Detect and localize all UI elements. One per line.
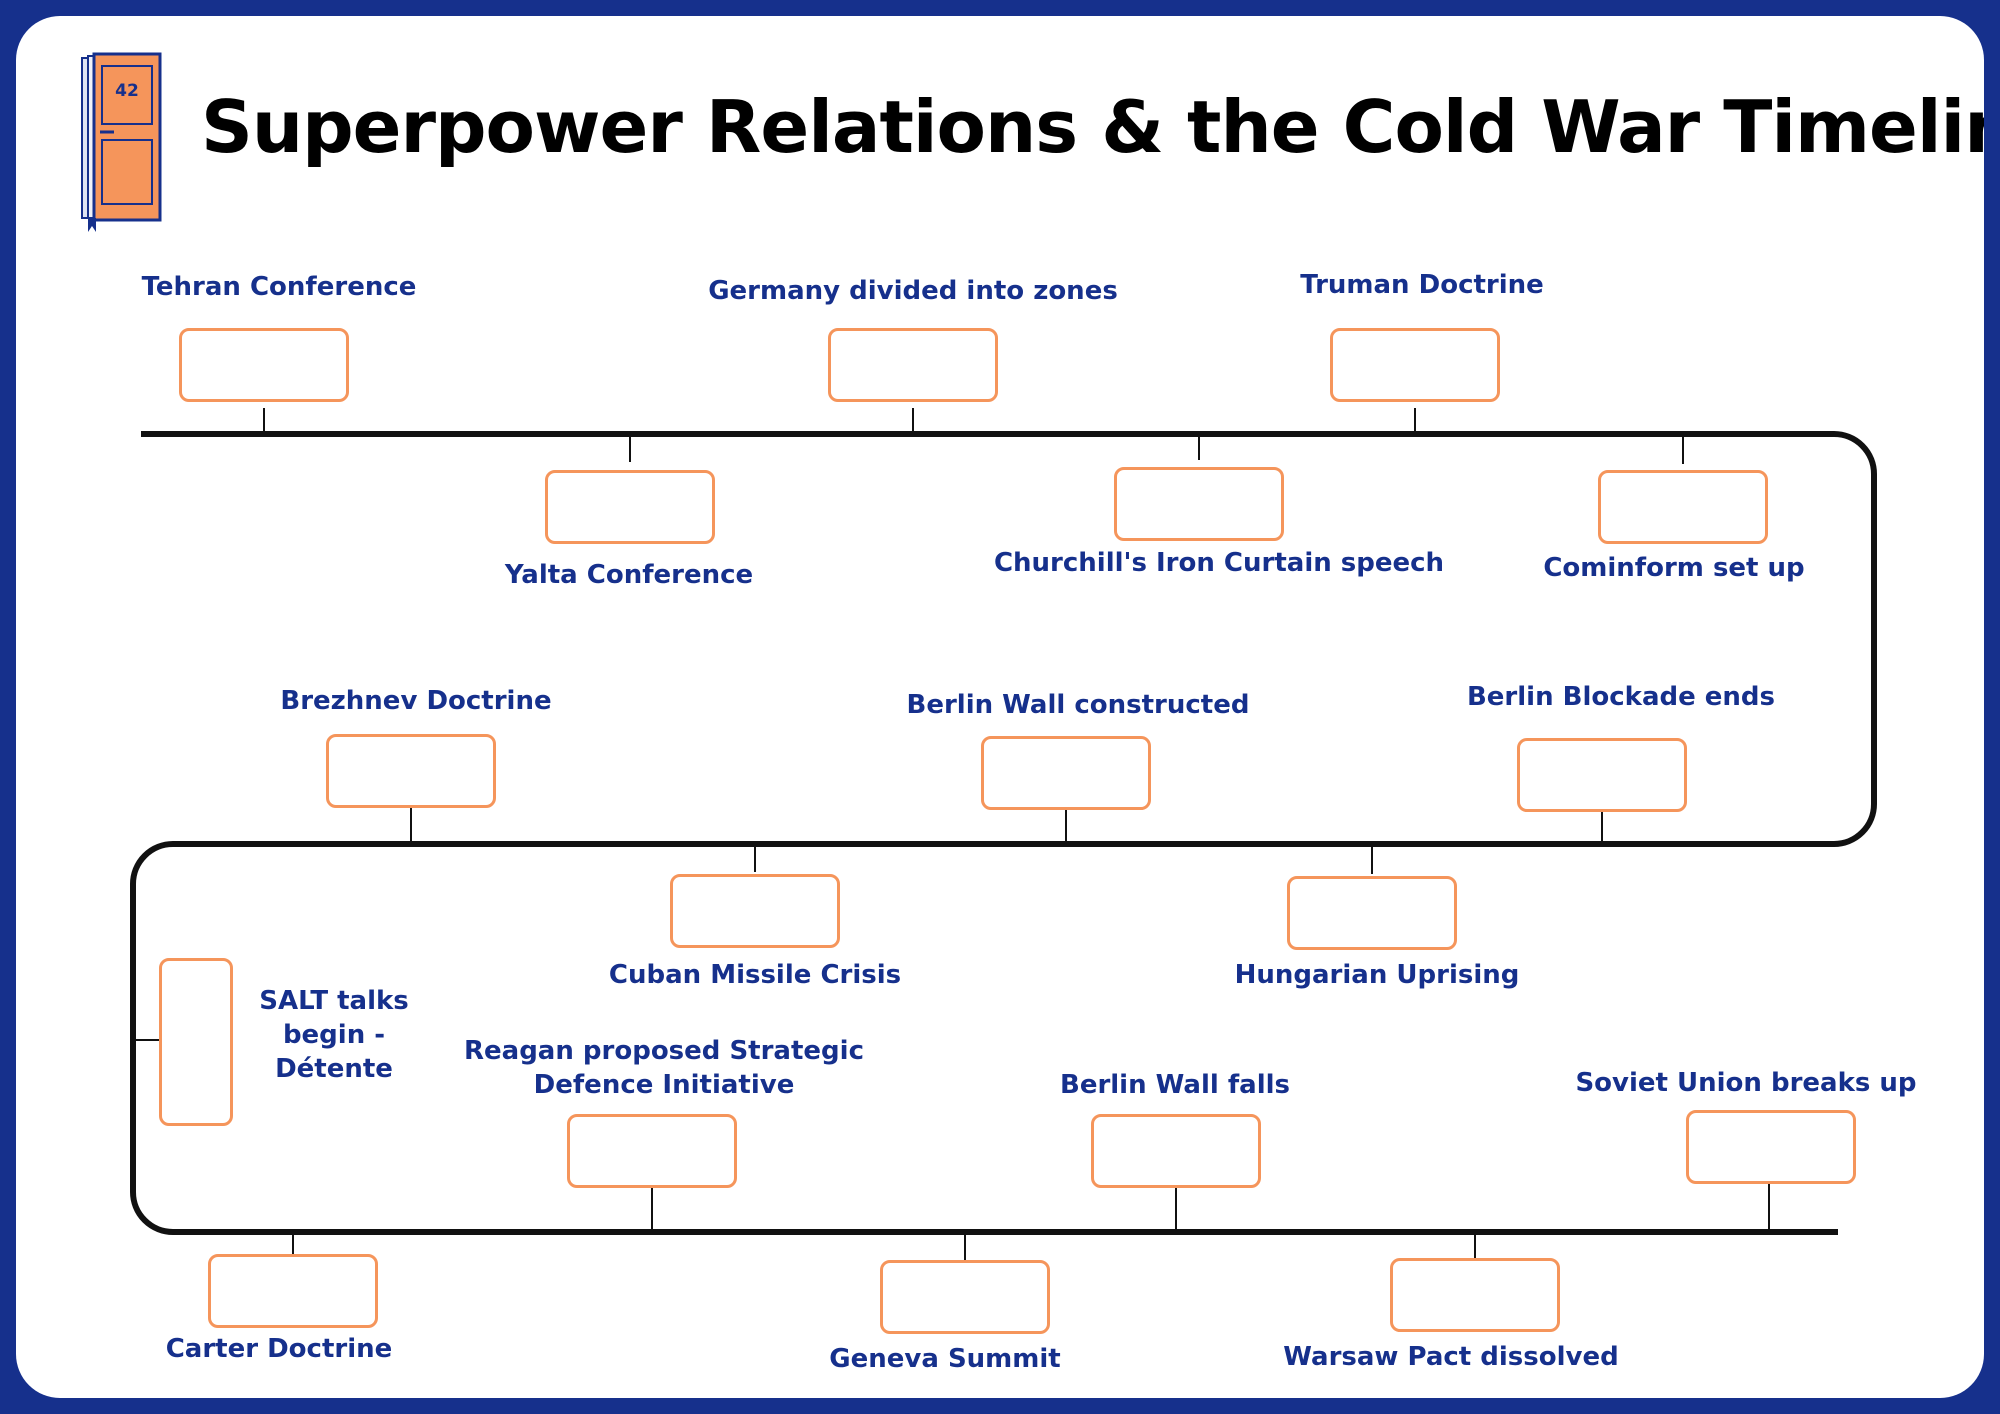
event-label: Carter Doctrine xyxy=(165,1334,393,1364)
answer-box[interactable] xyxy=(208,1254,378,1328)
event-label: Truman Doctrine xyxy=(1300,270,1544,300)
event-label: Churchill's Iron Curtain speech xyxy=(993,548,1445,578)
answer-box[interactable] xyxy=(828,328,998,402)
event-label: Berlin Wall falls xyxy=(1060,1070,1290,1100)
event-label: Soviet Union breaks up xyxy=(1575,1068,1917,1098)
worksheet-card: Superpower Relations & the Cold War Time… xyxy=(16,16,1984,1398)
event-label: Berlin Wall constructed xyxy=(906,690,1250,720)
logo-number: 42 xyxy=(115,81,139,101)
answer-box[interactable] xyxy=(159,958,233,1126)
answer-box[interactable] xyxy=(179,328,349,402)
event-label: Hungarian Uprising xyxy=(1234,960,1520,990)
tick-marks xyxy=(133,408,1770,1260)
event-label: Cuban Missile Crisis xyxy=(608,960,902,990)
event-label: Geneva Summit xyxy=(829,1344,1061,1374)
event-label: Warsaw Pact dissolved xyxy=(1283,1342,1619,1372)
answer-box[interactable] xyxy=(326,734,496,808)
door-book-icon: 42 xyxy=(80,52,170,232)
answer-box[interactable] xyxy=(1330,328,1500,402)
answer-box[interactable] xyxy=(1114,467,1284,541)
event-label: Germany divided into zones xyxy=(708,276,1118,306)
event-label: Berlin Blockade ends xyxy=(1466,682,1776,712)
event-label: Brezhnev Doctrine xyxy=(280,686,552,716)
answer-box[interactable] xyxy=(1598,470,1768,544)
answer-box[interactable] xyxy=(1287,876,1457,950)
timeline-path xyxy=(130,408,1877,1260)
answer-box[interactable] xyxy=(1517,738,1687,812)
answer-box[interactable] xyxy=(1091,1114,1261,1188)
answer-box[interactable] xyxy=(545,470,715,544)
answer-box[interactable] xyxy=(567,1114,737,1188)
event-label: Tehran Conference xyxy=(141,272,417,302)
answer-box[interactable] xyxy=(880,1260,1050,1334)
event-label: Yalta Conference xyxy=(504,560,754,590)
event-label: SALT talks begin - Détente xyxy=(259,986,409,1084)
page-title: Superpower Relations & the Cold War Time… xyxy=(201,85,1984,169)
answer-box[interactable] xyxy=(1390,1258,1560,1332)
event-label: Reagan proposed Strategic Defence Initia… xyxy=(464,1036,864,1100)
answer-box[interactable] xyxy=(670,874,840,948)
answer-box[interactable] xyxy=(981,736,1151,810)
event-label: Cominform set up xyxy=(1543,553,1805,583)
answer-box[interactable] xyxy=(1686,1110,1856,1184)
